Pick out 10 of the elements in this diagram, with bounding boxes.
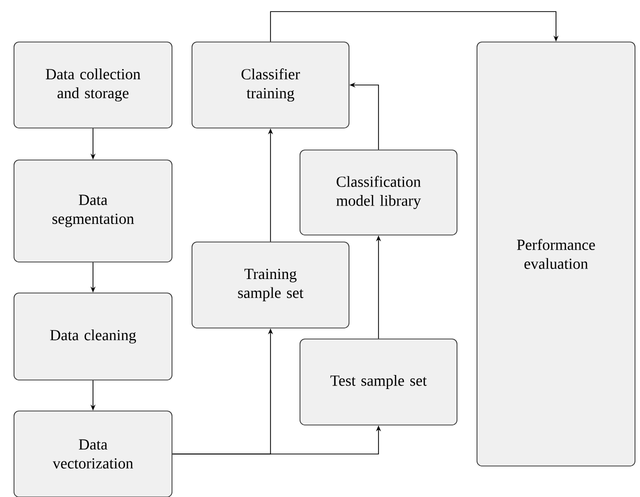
process-box: Classification model library [300, 150, 458, 236]
process-box: Performance evaluation [476, 42, 636, 466]
process-box: Data segmentation [14, 160, 172, 262]
arrow [270, 11, 559, 42]
process-box: Data vectorization [14, 410, 172, 497]
process-box: Training sample set [192, 242, 350, 328]
process-box: Classifier training [192, 42, 350, 128]
process-box: Data cleaning [14, 292, 172, 380]
process-box: Data collection and storage [14, 42, 172, 128]
process-box: Test sample set [300, 338, 458, 426]
